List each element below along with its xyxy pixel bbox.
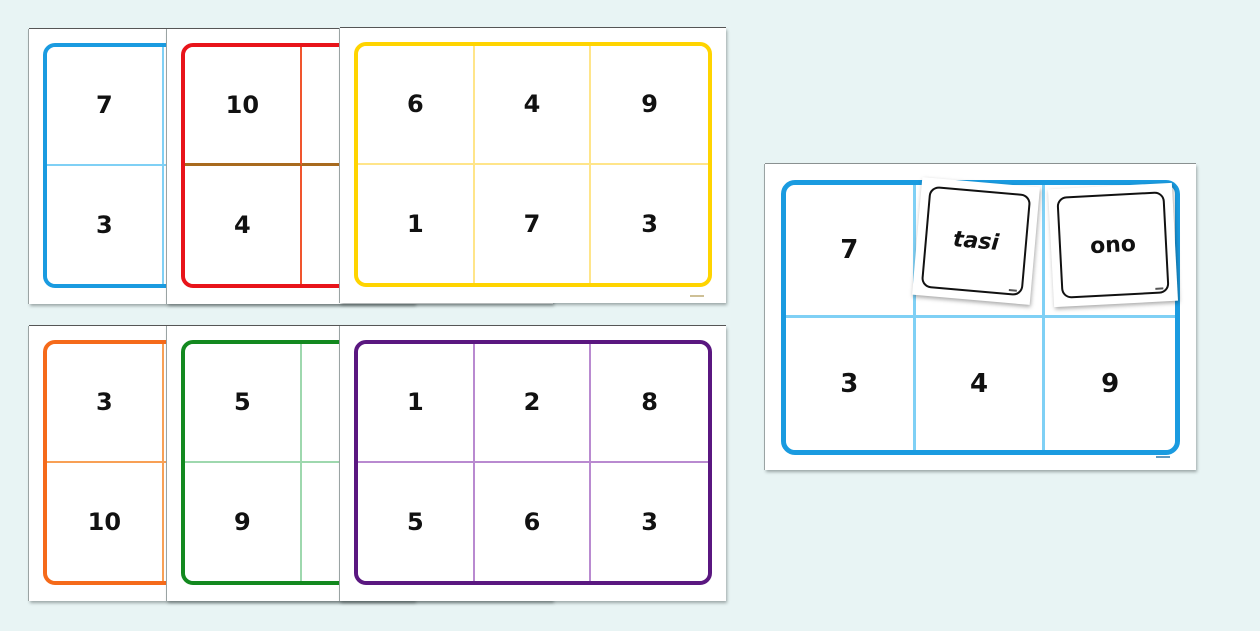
grid-cell: 7 [475,164,592,283]
word-card-ono[interactable]: ono [1047,182,1179,308]
grid-cell: 6 [358,46,475,165]
grid-cell: 5 [358,462,475,581]
grid-cell: 9 [1101,368,1120,399]
grid-cell: 4 [916,317,1046,450]
grid-cell: 3 [47,344,164,463]
board-sheet-yellow: 6 4 9 1 7 3 [340,28,726,303]
grid-cell: 9 [185,462,302,581]
grid-cell: 4 [474,46,592,165]
board-sheet-purple: 1 2 8 5 6 3 [340,326,726,601]
grid-cell: 4 [185,165,302,284]
grid-cell: 8 [591,344,708,463]
number-grid: 6 4 9 1 7 3 [358,46,708,283]
word-card-tasi[interactable]: tasi [912,177,1040,305]
grid-cell: 6 [475,462,592,581]
grid-cell: 7 [47,47,164,166]
card-word: ono [1089,231,1137,259]
grid-cell: 2 [474,344,592,463]
grid-cell: 10 [47,462,164,581]
number-grid: 7 3 4 9 [786,185,1175,450]
grid-cell [915,185,1046,318]
grid-cell: 5 [185,344,302,463]
grid-cell: 10 [185,47,302,166]
card-word: tasi [951,226,1001,256]
board-frame: 1 2 8 5 6 3 [354,340,712,585]
board-frame: 6 4 9 1 7 3 [354,42,712,287]
grid-cell: 3 [641,209,658,238]
grid-cell: 3 [786,317,916,450]
grid-cell: 3 [641,507,658,536]
grid-cell: 9 [591,46,708,165]
brand-logo-icon [690,295,704,297]
brand-logo-icon [1155,287,1164,290]
brand-logo-icon [1156,456,1170,458]
grid-cell: 3 [47,165,164,284]
grid-cell [1045,185,1175,318]
grid-cell: 1 [358,164,475,283]
number-grid: 1 2 8 5 6 3 [358,344,708,581]
featured-board-blue: 7 3 4 9 tasi ono [765,164,1196,470]
grid-cell: 7 [786,185,916,318]
grid-cell: 1 [358,344,475,463]
